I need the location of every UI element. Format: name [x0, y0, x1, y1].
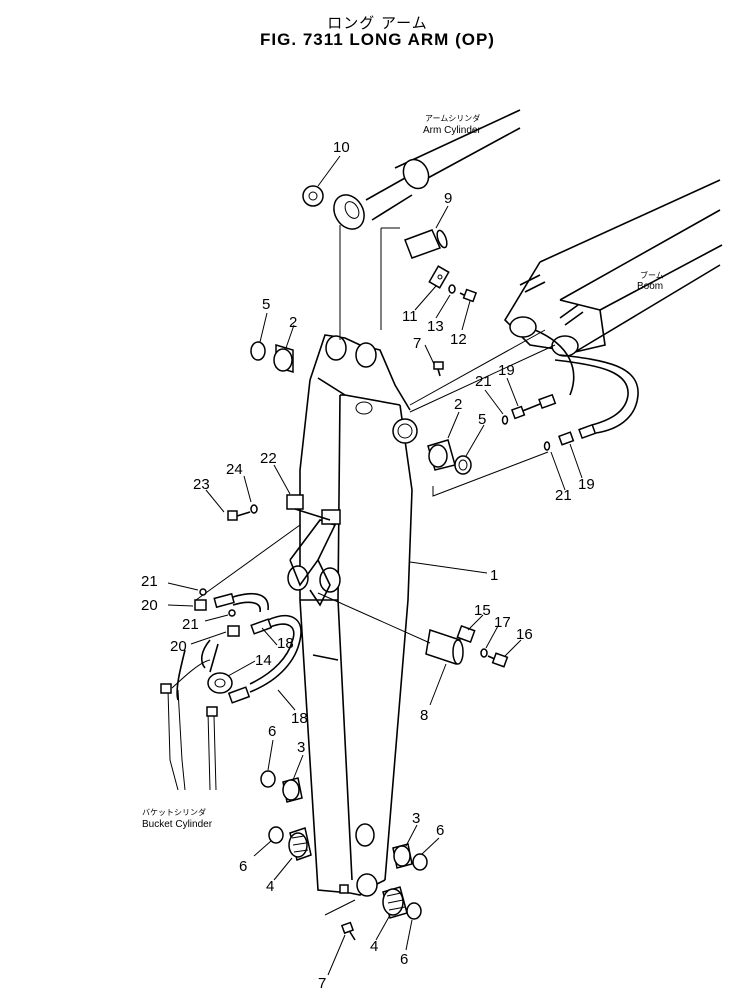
callout-6-right-lower: 6: [400, 951, 408, 968]
grease-fitting-7-lower: [340, 921, 356, 941]
callout-20-upper: 20: [141, 597, 158, 614]
bushing-2-upper: [273, 343, 294, 374]
hose-18-upper: [213, 592, 269, 613]
caption-boom: Boom: [637, 281, 663, 292]
callout-3-right: 3: [412, 810, 420, 827]
callout-4-left: 4: [266, 878, 274, 895]
bolt-23: [227, 510, 251, 521]
seal-6-left-upper: [260, 770, 276, 788]
washer-13: [448, 284, 456, 294]
caption-bucket-cylinder: Bucket Cylinder: [142, 819, 213, 830]
pin-9: [404, 229, 448, 259]
callout-8: 8: [420, 707, 428, 724]
callout-20-lower: 20: [170, 638, 187, 655]
pin-8: [425, 629, 464, 665]
callout-16: 16: [516, 626, 533, 643]
callout-19-upper: 19: [498, 362, 515, 379]
bushing-3-right: [392, 843, 413, 869]
callout-24: 24: [226, 461, 243, 478]
callout-18-upper: 18: [277, 635, 294, 652]
caption-boom-jp: ブーム: [640, 270, 664, 280]
callout-13: 13: [427, 318, 444, 335]
callout-22: 22: [260, 450, 277, 467]
o-ring-21-left-upper: [199, 588, 207, 596]
callout-4-right: 4: [370, 938, 378, 955]
bolt-16: [487, 652, 509, 668]
callout-1: 1: [490, 567, 498, 584]
caption-arm-cylinder-jp: アームシリンダ: [425, 113, 480, 123]
bolt-12: [459, 288, 478, 303]
figure-title: FIG. 7311 LONG ARM (OP): [260, 30, 495, 49]
boom-drawing: [503, 179, 723, 357]
bushing-4-right: [382, 886, 408, 919]
callout-21-lower: 21: [555, 487, 572, 504]
callout-7-upper: 7: [413, 335, 421, 352]
callout-15: 15: [474, 602, 491, 619]
bushing-4-left: [288, 827, 312, 861]
callout-21-left-upper: 21: [141, 573, 158, 590]
o-ring-21-upper: [501, 415, 509, 425]
callout-14: 14: [255, 652, 272, 669]
callout-2-right: 2: [454, 396, 462, 413]
callout-9: 9: [444, 190, 452, 207]
callout-6-right-upper: 6: [436, 822, 444, 839]
callout-5-right: 5: [478, 411, 486, 428]
seal-6-right-upper: [412, 853, 428, 871]
bushing-2-right: [427, 439, 456, 471]
clamp-22: [286, 494, 341, 525]
bucket-cylinder-drawing: [160, 649, 218, 791]
callout-19-lower: 19: [578, 476, 595, 493]
washer-17: [480, 648, 488, 658]
washer-24: [250, 504, 258, 514]
seal-5-right: [454, 455, 472, 475]
callout-21-left-lower: 21: [182, 616, 199, 633]
callout-10: 10: [333, 139, 350, 156]
callout-23: 23: [193, 476, 210, 493]
bushing-3-left: [282, 777, 303, 803]
hose-18-lower: [227, 615, 302, 704]
seal-5-upper: [250, 341, 266, 361]
callout-2-upper: 2: [289, 314, 297, 331]
fitting-20-lower: [227, 625, 240, 637]
fitting-19-lower: [558, 423, 597, 446]
lock-plate-11: [428, 265, 450, 289]
callout-21-upper: 21: [475, 373, 492, 390]
callout-11: 11: [402, 308, 418, 325]
caption-bucket-cylinder-jp: バケットシリンダ: [142, 807, 206, 817]
shim-10: [302, 185, 324, 207]
o-ring-21-lower: [543, 441, 551, 451]
arm-body-drawing: [287, 334, 418, 897]
callout-18-lower: 18: [291, 710, 308, 727]
callout-6-left-lower: 6: [239, 858, 247, 875]
seal-6-right-lower: [406, 902, 422, 920]
seal-6-left-lower: [268, 826, 284, 844]
fitting-20-upper: [194, 599, 207, 611]
grease-fitting-7-upper: [433, 361, 444, 377]
shim-14: [207, 672, 233, 694]
figure-title-japanese: ロング アーム: [327, 14, 428, 32]
callout-17: 17: [494, 614, 511, 631]
callout-5-upper: 5: [262, 296, 270, 313]
caption-arm-cylinder: Arm Cylinder: [423, 125, 481, 136]
fitting-19-upper: [510, 393, 557, 420]
o-ring-21-left-lower: [228, 609, 236, 617]
callout-6-left-upper: 6: [268, 723, 276, 740]
callout-12: 12: [450, 331, 467, 348]
lock-plate-15: [456, 625, 476, 643]
leader-lines: [167, 155, 583, 976]
callout-7-lower: 7: [318, 975, 326, 989]
arm-cylinder-drawing: [333, 109, 521, 230]
callout-3-left: 3: [297, 739, 305, 756]
